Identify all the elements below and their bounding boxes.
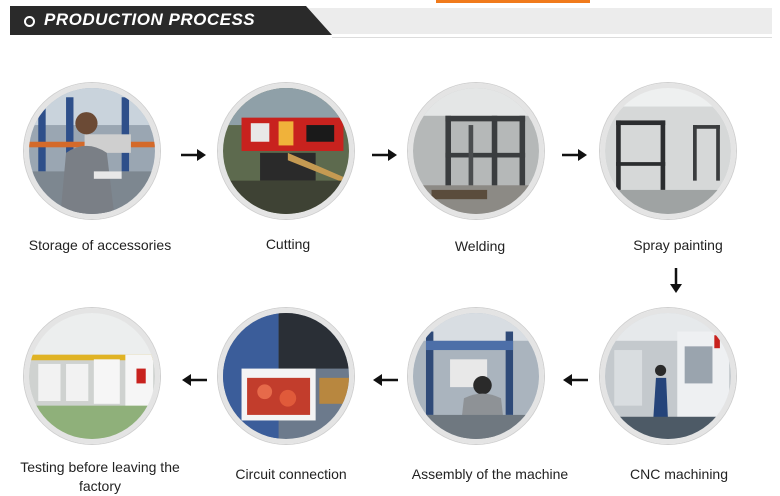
step-caption: Assembly of the machine xyxy=(390,465,590,484)
step-caption: Cutting xyxy=(188,235,388,254)
cutting-photo xyxy=(218,83,354,219)
step-caption: Circuit connection xyxy=(191,465,391,484)
right-arrow-icon xyxy=(562,148,588,162)
top-accent-bar xyxy=(436,0,590,3)
welding-photo xyxy=(408,83,544,219)
circle-bullet-icon xyxy=(24,16,35,27)
storage-photo xyxy=(24,83,160,219)
divider xyxy=(332,37,772,38)
cnc-machining-photo xyxy=(600,308,736,444)
spray-painting-photo xyxy=(600,83,736,219)
assembly-photo xyxy=(408,308,544,444)
step-caption: Spray painting xyxy=(578,236,778,255)
circuit-connection-photo xyxy=(218,308,354,444)
step-caption: Testing before leaving the factory xyxy=(0,458,200,496)
down-arrow-icon xyxy=(669,268,683,294)
right-arrow-icon xyxy=(372,148,398,162)
left-arrow-icon xyxy=(562,373,588,387)
left-arrow-icon xyxy=(372,373,398,387)
section-title: PRODUCTION PROCESS xyxy=(44,10,255,30)
left-arrow-icon xyxy=(181,373,207,387)
step-caption: Welding xyxy=(380,237,580,256)
step-caption: CNC machining xyxy=(579,465,779,484)
step-caption: Storage of accessories xyxy=(0,236,200,255)
right-arrow-icon xyxy=(181,148,207,162)
testing-photo xyxy=(24,308,160,444)
